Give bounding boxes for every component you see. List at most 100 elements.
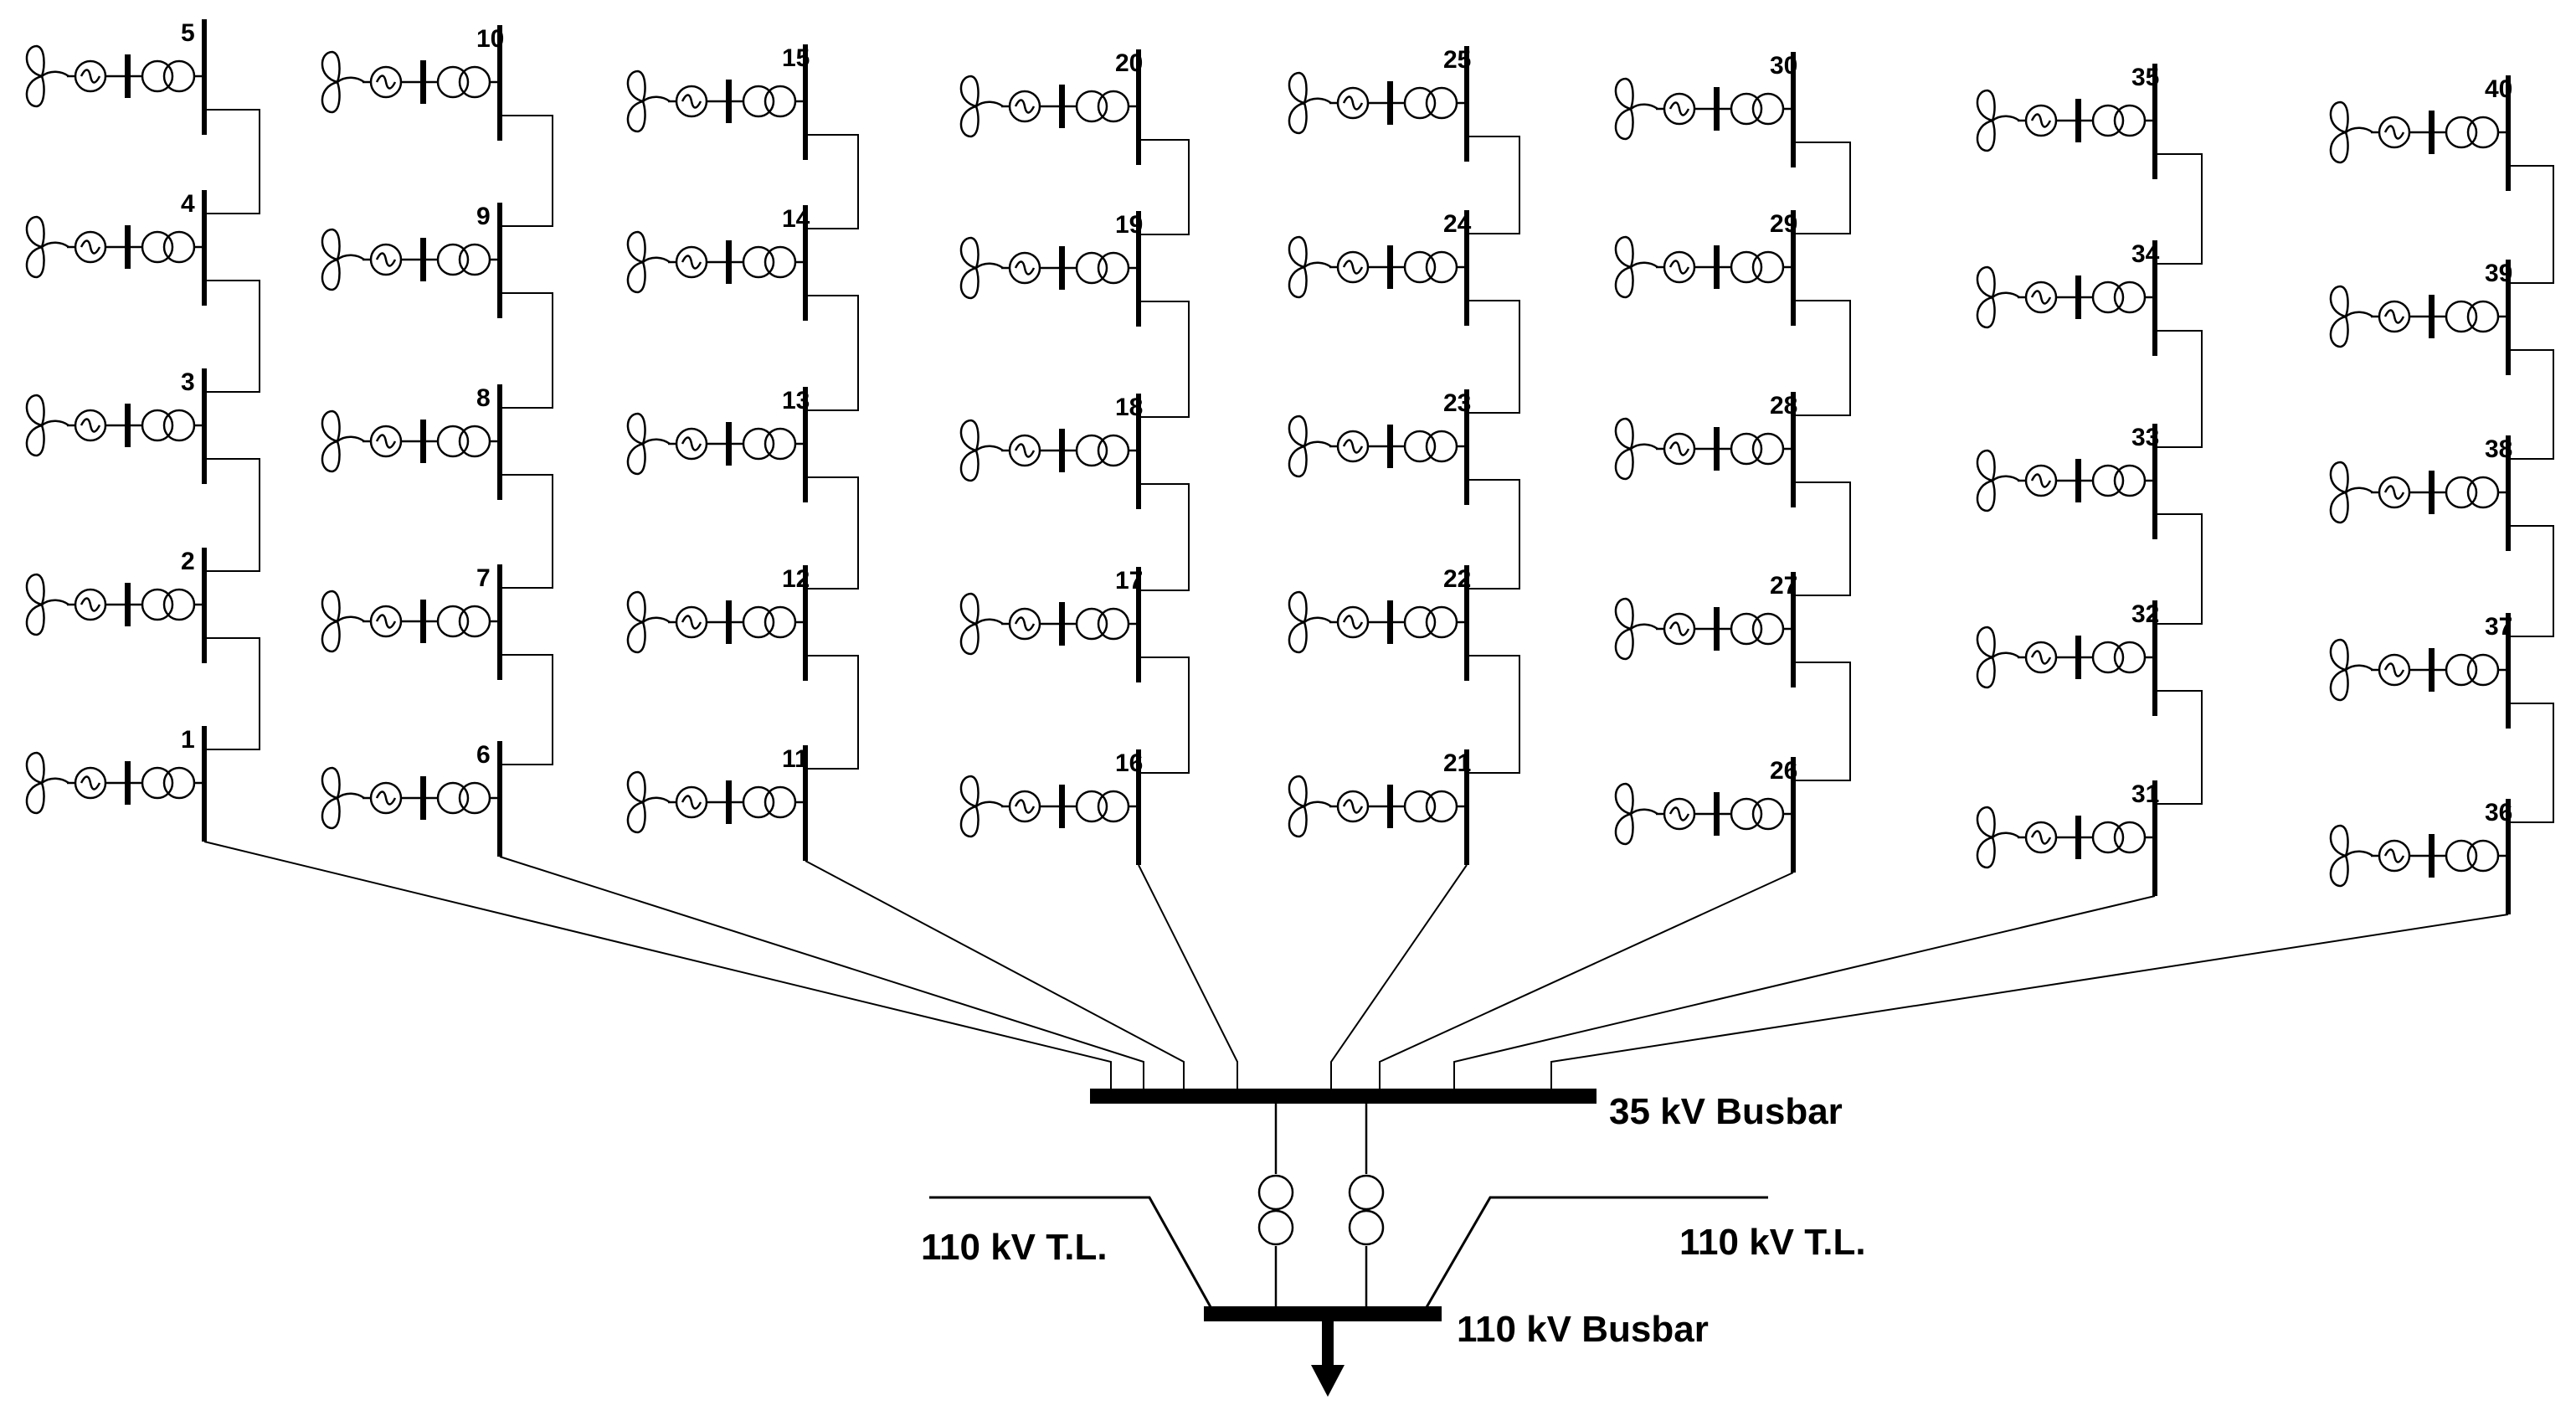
unit-bus-bar xyxy=(1136,394,1141,509)
unit-number-label: 37 xyxy=(2485,613,2512,641)
transformer-icon xyxy=(2445,300,2500,333)
collector-line xyxy=(805,860,1185,1089)
breaker-bar xyxy=(2429,471,2435,514)
interconnect-line xyxy=(2508,349,2554,460)
wind-turbine-icon xyxy=(1288,590,1332,654)
generator-icon xyxy=(1008,607,1041,641)
interconnect-line xyxy=(1139,139,1190,235)
wind-turbine-unit: 26 xyxy=(1614,757,1797,873)
wind-turbine-icon xyxy=(626,230,671,294)
wind-turbine-unit: 1 xyxy=(25,726,207,842)
breaker-bar xyxy=(2429,111,2435,154)
breaker-bar xyxy=(420,60,426,104)
unit-bus-bar xyxy=(2152,240,2157,356)
wind-turbine-icon xyxy=(959,419,1004,482)
load-arrow-icon xyxy=(1311,1321,1345,1397)
wind-turbine-unit: 37 xyxy=(2329,613,2512,729)
unit-bus-bar xyxy=(1136,749,1141,865)
generator-icon xyxy=(2378,653,2411,687)
wind-turbine-icon xyxy=(25,394,69,457)
unit-number-label: 8 xyxy=(476,384,491,412)
wind-turbine-icon xyxy=(959,236,1004,300)
wind-turbine-icon xyxy=(626,770,671,834)
unit-bus-bar xyxy=(2506,260,2511,375)
wind-turbine-unit: 12 xyxy=(626,565,810,681)
unit-number-label: 16 xyxy=(1115,749,1143,777)
transformer-icon xyxy=(436,781,491,815)
breaker-bar xyxy=(726,600,732,644)
interconnect-line xyxy=(1793,300,1851,416)
wind-turbine-unit: 27 xyxy=(1614,572,1797,687)
unit-number-label: 10 xyxy=(476,25,504,53)
generator-icon xyxy=(1008,251,1041,285)
wind-turbine-unit: 30 xyxy=(1614,52,1797,167)
unit-bus-bar xyxy=(2506,435,2511,551)
interconnect-line xyxy=(805,295,859,411)
transformer-icon xyxy=(1403,605,1458,639)
breaker-bar xyxy=(420,238,426,281)
generator-icon xyxy=(369,243,403,276)
generator-icon xyxy=(2378,116,2411,149)
transformer-icon xyxy=(742,427,797,461)
transformer-icon xyxy=(742,785,797,819)
unit-number-label: 18 xyxy=(1115,394,1143,421)
transformer-icon xyxy=(742,605,797,639)
breaker-bar xyxy=(420,600,426,643)
generator-icon xyxy=(369,425,403,458)
transformer-icon xyxy=(1257,1174,1294,1211)
interconnect-line xyxy=(500,654,553,765)
unit-number-label: 30 xyxy=(1770,52,1797,80)
wind-turbine-icon xyxy=(1976,265,2020,329)
wind-turbine-unit: 32 xyxy=(1976,600,2159,716)
transformer-icon xyxy=(2445,476,2500,509)
wind-turbine-unit: 13 xyxy=(626,387,810,502)
wind-turbine-unit: 17 xyxy=(959,567,1143,682)
interconnect-line xyxy=(500,292,553,409)
busbar-110kv-label: 110 kV Busbar xyxy=(1457,1309,1709,1350)
breaker-bar xyxy=(2429,648,2435,692)
breaker-bar xyxy=(2429,295,2435,338)
wind-turbine-icon xyxy=(2329,461,2373,524)
unit-bus-bar xyxy=(497,741,502,857)
generator-icon xyxy=(675,85,708,118)
unit-bus-bar xyxy=(2152,64,2157,179)
unit-number-label: 17 xyxy=(1115,567,1143,595)
generator-icon xyxy=(1663,432,1696,466)
unit-number-label: 6 xyxy=(476,741,491,769)
transformer-icon xyxy=(1075,790,1130,823)
transformer-icon xyxy=(2091,464,2147,497)
interconnect-line xyxy=(1467,300,1520,414)
unit-bus-bar xyxy=(497,384,502,500)
unit-number-label: 11 xyxy=(782,745,809,773)
unit-bus-bar xyxy=(1136,49,1141,165)
transformer-icon xyxy=(1730,797,1785,831)
interconnect-line xyxy=(1467,136,1520,234)
wind-turbine-icon xyxy=(2329,285,2373,348)
wind-turbine-icon xyxy=(321,228,365,291)
wind-turbine-icon xyxy=(1288,415,1332,478)
wind-turbine-icon xyxy=(959,75,1004,138)
collector-line xyxy=(499,856,1144,1089)
breaker-bar xyxy=(125,583,131,626)
unit-number-label: 4 xyxy=(181,190,195,218)
transformer-icon xyxy=(436,243,491,276)
breaker-bar xyxy=(2075,636,2081,679)
breaker-bar xyxy=(1714,607,1720,651)
unit-bus-bar xyxy=(2506,75,2511,191)
wind-turbine-icon xyxy=(1288,235,1332,299)
breaker-bar xyxy=(2075,459,2081,502)
unit-bus-bar xyxy=(803,205,808,321)
breaker-bar xyxy=(726,80,732,123)
wind-turbine-icon xyxy=(2329,100,2373,164)
transformer-icon xyxy=(1403,250,1458,284)
unit-number-label: 20 xyxy=(1115,49,1143,77)
interconnect-line xyxy=(2155,513,2203,625)
transformer-icon xyxy=(1730,92,1785,126)
unit-number-label: 38 xyxy=(2485,435,2512,463)
generator-icon xyxy=(1663,797,1696,831)
wind-turbine-unit: 11 xyxy=(626,745,809,861)
transformer-icon xyxy=(141,59,196,93)
transformer-icon xyxy=(1730,612,1785,646)
